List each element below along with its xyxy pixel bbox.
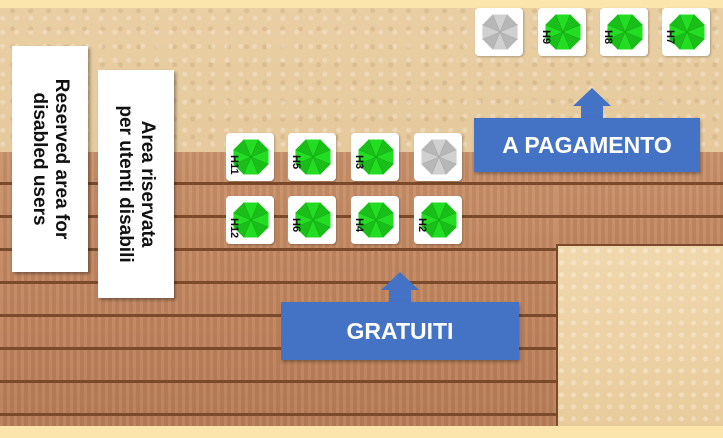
free-arrow-icon [381, 272, 419, 290]
spot-free-h4[interactable]: H4 [351, 196, 399, 244]
wooden-deck [0, 152, 556, 426]
spot-label: H4 [353, 218, 365, 233]
sign-disabled-italian: Area riservata per utenti disabili [98, 70, 174, 298]
spot-free-h3[interactable]: H3 [351, 133, 399, 181]
bottom-border [0, 426, 723, 438]
spot-label: H8 [602, 30, 614, 45]
sand-patch [556, 244, 723, 428]
top-border [0, 0, 723, 8]
paid-section-label: A PAGAMENTO [474, 118, 700, 172]
spot-free-h11[interactable]: H11 [226, 133, 274, 181]
spot-label: H11 [228, 155, 240, 175]
sign-disabled-english: Reserved area for disabled users [12, 46, 88, 272]
spot-label: H3 [353, 155, 365, 170]
spot-free-h2[interactable]: H2 [414, 196, 462, 244]
spot-free-h6[interactable]: H6 [288, 196, 336, 244]
paid-arrow-icon [573, 88, 611, 106]
spot-label: H7 [664, 30, 676, 45]
sign-italian-text: Area riservata per utenti disabili [115, 105, 158, 263]
spot-label: H9 [540, 30, 552, 45]
spot-label: H2 [416, 218, 428, 233]
free-arrow-stem [389, 289, 411, 303]
spot-paid-h8[interactable]: H8 [600, 8, 648, 56]
spot-label: H5 [290, 155, 302, 170]
spot-free-h12[interactable]: H12 [226, 196, 274, 244]
spot-paid-1[interactable] [475, 8, 523, 56]
spot-paid-h9[interactable]: H9 [538, 8, 586, 56]
free-section-label: GRATUITI [281, 302, 519, 360]
spot-paid-h7[interactable]: H7 [662, 8, 710, 56]
paid-arrow-stem [581, 105, 603, 119]
sign-english-text: Reserved area for disabled users [29, 78, 72, 240]
spot-free-empty[interactable] [414, 133, 462, 181]
spot-label: H12 [228, 218, 240, 239]
spot-free-h5[interactable]: H5 [288, 133, 336, 181]
spot-label: H6 [290, 218, 302, 233]
